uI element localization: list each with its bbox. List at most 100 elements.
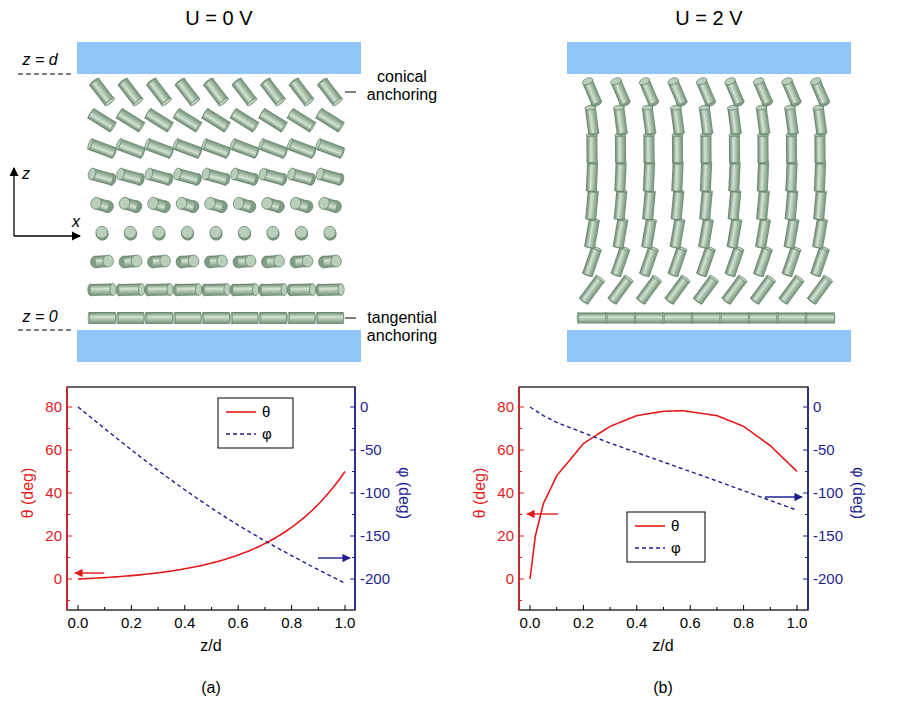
lc-molecule [724, 246, 744, 278]
rod-end [203, 196, 216, 210]
lc-molecule [586, 162, 598, 192]
lc-molecule [670, 218, 686, 249]
lc-molecule [810, 246, 830, 278]
tick-label: 60 [45, 441, 62, 458]
axis-title: z/d [200, 637, 221, 655]
panel-letter: (a) [201, 679, 221, 697]
lc-molecule [231, 77, 258, 107]
rod-body [692, 313, 720, 324]
axis-arrow [13, 168, 14, 236]
legend-sample [226, 433, 256, 435]
rod-end [201, 167, 211, 180]
rod-end [748, 313, 750, 324]
legend-box [218, 398, 293, 448]
lc-molecule [260, 77, 287, 107]
lc-molecule [152, 225, 166, 241]
lc-molecule [286, 167, 316, 186]
tick [352, 471, 355, 472]
lc-molecule [813, 105, 828, 136]
rod-body [671, 163, 683, 191]
rod-end [330, 255, 342, 268]
tick [770, 607, 771, 610]
lc-molecule [287, 284, 316, 296]
rod-end [131, 255, 143, 268]
rod-body [784, 219, 800, 248]
rod-body [757, 135, 768, 162]
lc-molecule [229, 138, 260, 159]
tick [238, 605, 239, 610]
lc-molecule [586, 133, 597, 163]
rod-body [173, 108, 201, 132]
rod-body [608, 275, 633, 304]
lc-molecule [781, 246, 801, 278]
lc-molecule [95, 225, 109, 241]
lc-molecule [581, 76, 603, 107]
rod-end [95, 225, 109, 239]
rod-body [584, 219, 600, 248]
rod-body [578, 313, 606, 324]
tick-label: -200 [813, 570, 843, 587]
rod-body [814, 163, 826, 191]
lc-molecule [201, 167, 231, 186]
tick [519, 493, 524, 494]
axis-name: x [72, 213, 80, 231]
lc-molecule [781, 76, 803, 107]
tick [67, 493, 72, 494]
rod-end [667, 76, 680, 86]
tick [519, 428, 522, 429]
lc-molecule [785, 162, 797, 192]
legend-sample [635, 525, 665, 527]
axis-title: z/d [652, 637, 673, 655]
lc-molecule [290, 255, 314, 269]
tick [663, 607, 664, 610]
axis-name: z [22, 165, 30, 183]
rod-body [810, 247, 829, 276]
tick-label: 0.6 [228, 614, 249, 631]
tick [158, 607, 159, 610]
lc-molecule [724, 76, 746, 107]
lc-molecule [614, 190, 628, 220]
line-plot [67, 387, 355, 610]
rod-body [614, 163, 626, 191]
rod-body [203, 312, 229, 324]
lc-molecule [577, 313, 607, 324]
lc-molecule [814, 133, 825, 163]
line-plot [519, 387, 808, 610]
rod-body [785, 191, 799, 219]
lc-molecule [805, 313, 835, 324]
lc-molecule [752, 76, 774, 107]
lc-molecule [233, 255, 257, 269]
tick [797, 605, 798, 610]
lc-molecule [232, 196, 257, 214]
tick [519, 471, 522, 472]
lc-molecule [288, 77, 315, 107]
phi-axis [354, 387, 356, 610]
rod-end [323, 225, 337, 239]
rod-body [757, 163, 769, 191]
rod-body [635, 313, 663, 324]
lc-molecule [115, 138, 146, 159]
rod-end [115, 138, 122, 150]
rod-body [642, 107, 656, 134]
rod-body [807, 275, 832, 304]
rod-body [727, 219, 743, 248]
rod-body [665, 275, 690, 304]
tick [352, 557, 355, 558]
tick-label: 80 [497, 398, 514, 415]
rod-end [201, 138, 208, 150]
lc-molecule [315, 108, 345, 133]
tick-label: 1.0 [335, 614, 356, 631]
rod-body [782, 247, 801, 276]
rod-end [180, 225, 194, 239]
rod-end [805, 313, 807, 324]
rod-body [636, 275, 661, 304]
rod-end [577, 313, 579, 324]
lc-molecule [176, 255, 200, 269]
lc-molecule [316, 284, 345, 296]
tick-label: 0.2 [121, 614, 142, 631]
axis-arrow [14, 235, 80, 236]
rod-end [202, 312, 204, 324]
lc-molecule [778, 275, 804, 305]
tick [67, 557, 70, 558]
rod-end [737, 275, 747, 283]
